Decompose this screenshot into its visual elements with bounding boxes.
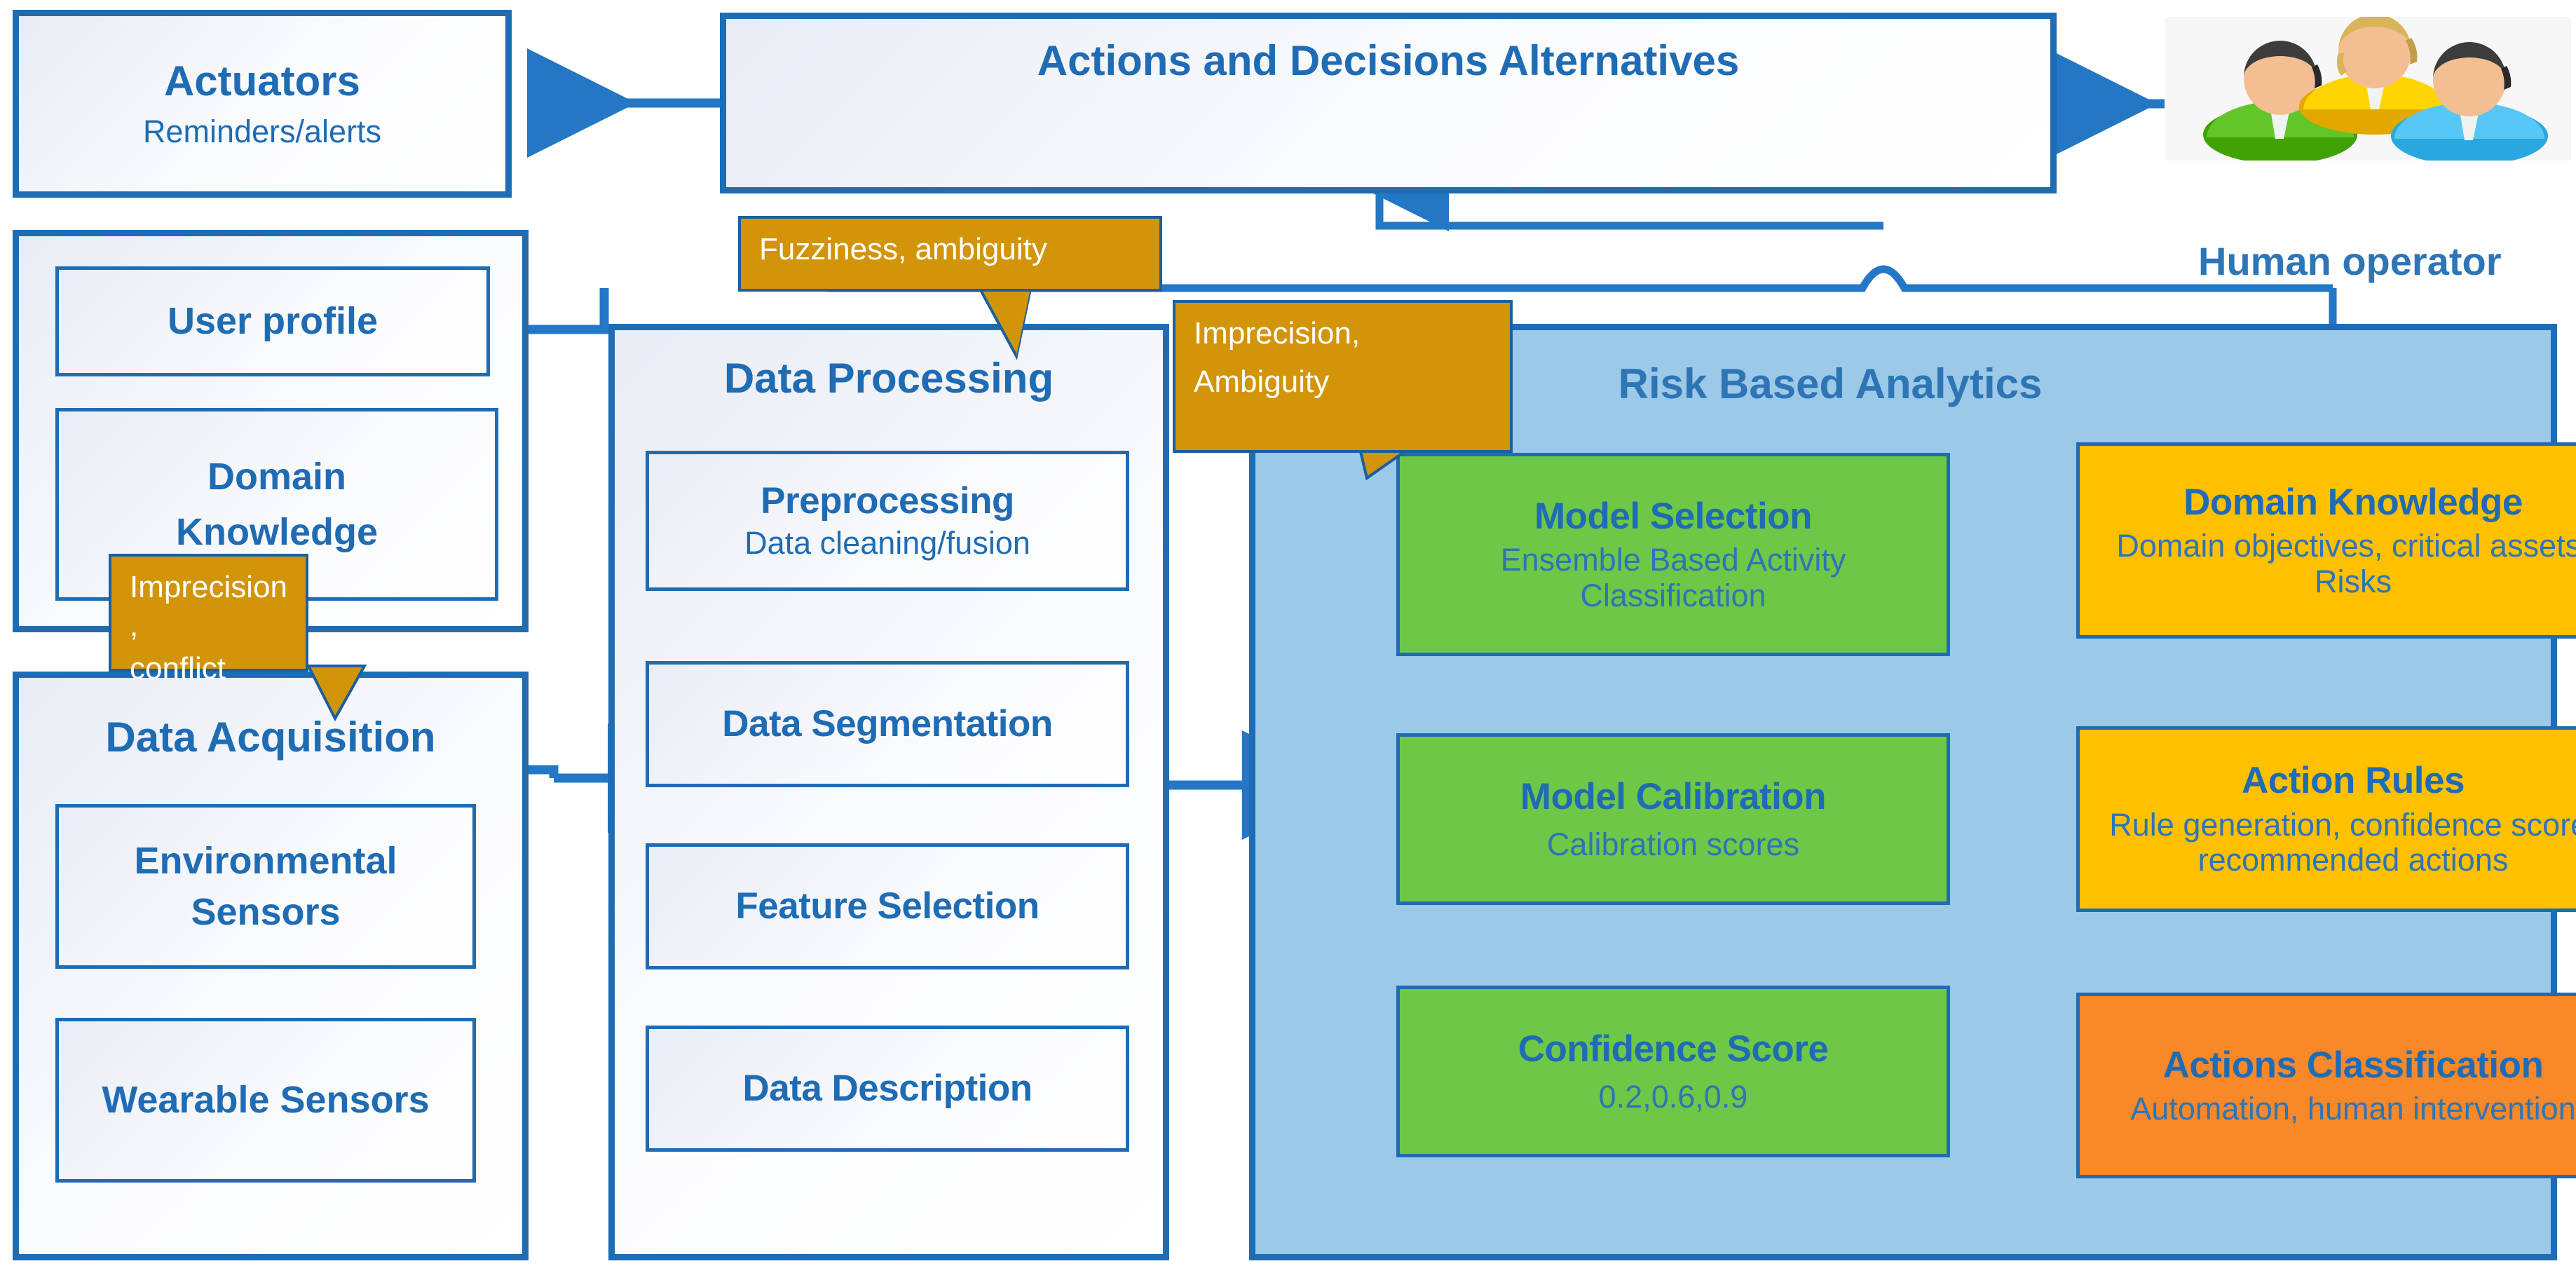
- preprocessing-title: Preprocessing: [761, 480, 1014, 522]
- action-rules-sub: Rule generation, confidence score, recom…: [2109, 806, 2576, 878]
- data-description-box[interactable]: Data Description: [646, 1026, 1129, 1152]
- domain-knowledge-label-line1: Domain: [207, 456, 347, 498]
- model-selection-title: Model Selection: [1534, 495, 1812, 537]
- environmental-sensors-line2: Sensors: [191, 890, 341, 933]
- data-acquisition-title: Data Acquisition: [105, 714, 436, 761]
- fuzziness-callout: Fuzziness, ambiguity: [738, 216, 1162, 292]
- data-acquisition-panel: Data Acquisition Environmental Sensors W…: [13, 672, 529, 1260]
- imprecision-conflict-line1: Imprecision ,: [130, 570, 287, 643]
- actions-decisions-title: Actions and Decisions Alternatives: [1037, 37, 1740, 84]
- environmental-sensors-line1: Environmental: [134, 840, 397, 883]
- model-selection-box[interactable]: Model Selection Ensemble Based Activity …: [1396, 453, 1950, 656]
- imprecision-conflict-callout: Imprecision , conflict: [109, 554, 308, 686]
- analytics-domain-knowledge-title: Domain Knowledge: [2183, 481, 2523, 523]
- wearable-sensors-box[interactable]: Wearable Sensors: [55, 1018, 476, 1183]
- risk-based-analytics-title: Risk Based Analytics: [1618, 360, 2043, 407]
- actions-classification-box[interactable]: Actions Classification Automation, human…: [2076, 993, 2576, 1178]
- model-calibration-title: Model Calibration: [1520, 775, 1827, 817]
- arrow-acquisition-to-processing: [527, 765, 559, 778]
- line-knowledge-to-processing: [527, 288, 609, 334]
- actions-classification-title: Actions Classification: [2162, 1044, 2544, 1086]
- feature-selection-title: Feature Selection: [735, 885, 1040, 927]
- users-group-icon: [2203, 17, 2548, 161]
- arrow-analytics-to-actions: [1372, 154, 1883, 231]
- data-description-title: Data Description: [742, 1068, 1033, 1110]
- imprecision-ambiguity-line1: Imprecision,: [1194, 316, 1361, 350]
- data-segmentation-box[interactable]: Data Segmentation: [646, 661, 1129, 787]
- risk-based-analytics-panel: Risk Based Analytics Model Selection Ens…: [1249, 324, 2576, 1260]
- preprocessing-sub: Data cleaning/fusion: [744, 525, 1030, 561]
- fuzziness-callout-text: Fuzziness, ambiguity: [759, 232, 1047, 266]
- preprocessing-box[interactable]: Preprocessing Data cleaning/fusion: [646, 451, 1129, 591]
- actuators-title: Actuators: [163, 57, 361, 105]
- environmental-sensors-box[interactable]: Environmental Sensors: [55, 804, 476, 969]
- action-rules-title: Action Rules: [2242, 760, 2465, 802]
- actuators-subtitle: Reminders/alerts: [142, 114, 382, 150]
- model-selection-sub: Ensemble Based Activity Classification: [1500, 542, 1846, 613]
- data-processing-title: Data Processing: [723, 355, 1054, 402]
- actions-decisions-box[interactable]: Actions and Decisions Alternatives: [720, 13, 2057, 193]
- data-processing-panel: Data Processing Preprocessing Data clean…: [608, 324, 1169, 1260]
- human-operator-label: Human operator: [2198, 239, 2502, 283]
- analytics-domain-knowledge-sub: Domain objectives, critical assets, Risk…: [2116, 528, 2576, 599]
- model-calibration-box[interactable]: Model Calibration Calibration scores: [1396, 733, 1950, 905]
- action-rules-box[interactable]: Action Rules Rule generation, confidence…: [2076, 726, 2576, 912]
- model-calibration-sub: Calibration scores: [1546, 826, 1800, 862]
- actions-classification-sub: Automation, human intervention: [2130, 1090, 2576, 1126]
- human-operator-avatars: [2165, 17, 2571, 161]
- domain-knowledge-label-line2: Knowledge: [175, 510, 378, 553]
- analytics-domain-knowledge-box[interactable]: Domain Knowledge Domain objectives, crit…: [2076, 442, 2576, 639]
- feature-selection-box[interactable]: Feature Selection: [646, 843, 1129, 969]
- imprecision-ambiguity-callout: Imprecision, Ambiguity: [1173, 300, 1513, 453]
- confidence-score-box[interactable]: Confidence Score 0.2,0.6,0.9: [1396, 986, 1950, 1157]
- confidence-score-value: 0.2,0.6,0.9: [1598, 1078, 1748, 1115]
- wearable-sensors-line1: Wearable Sensors: [102, 1079, 430, 1122]
- user-profile-box[interactable]: User profile: [55, 266, 490, 376]
- confidence-score-title: Confidence Score: [1518, 1028, 1829, 1070]
- actuators-box[interactable]: Actuators Reminders/alerts: [13, 10, 512, 198]
- user-profile-label: User profile: [167, 300, 379, 343]
- data-segmentation-title: Data Segmentation: [722, 703, 1053, 745]
- imprecision-ambiguity-line2: Ambiguity: [1194, 365, 1330, 399]
- imprecision-conflict-line2: conflict: [130, 651, 226, 686]
